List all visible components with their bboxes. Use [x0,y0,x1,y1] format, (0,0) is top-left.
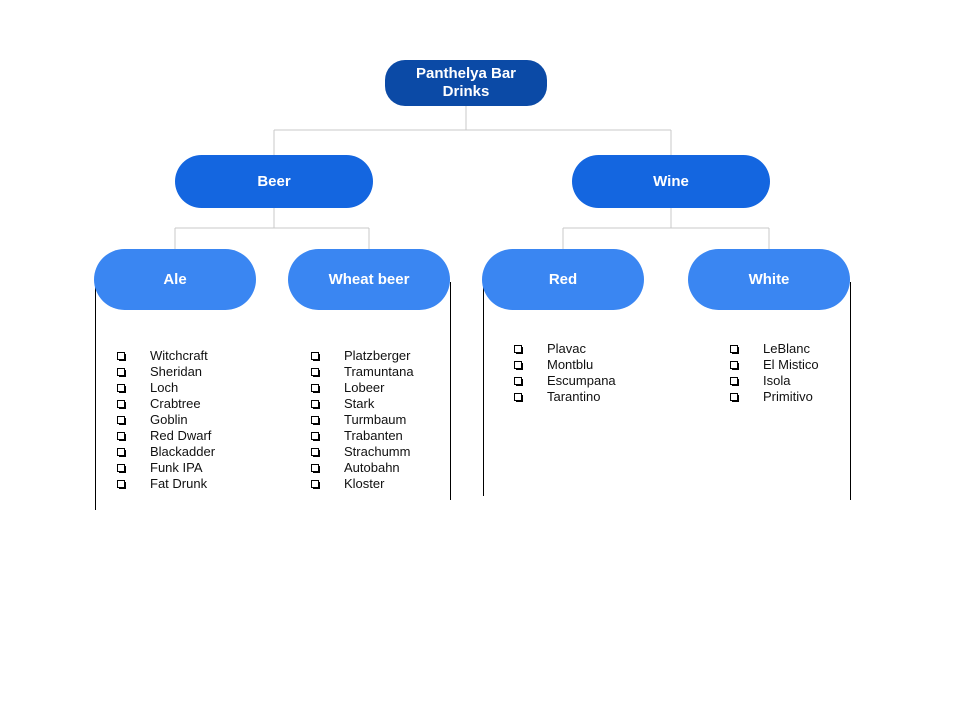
list-item: Witchcraft [115,348,215,364]
shadowed-box-icon [115,476,142,492]
root-label: Panthelya Bar Drinks [415,65,517,100]
shadowed-box-icon [512,373,539,389]
list-item-label: Isola [763,373,791,388]
list-item: Goblin [115,412,215,428]
list-item: Escumpana [512,373,616,389]
list-item: Strachumm [309,444,414,460]
shadowed-box-icon [728,389,755,405]
list-item: Sheridan [115,364,215,380]
list-item: Kloster [309,476,414,492]
shadowed-box-icon [115,380,142,396]
list-item: Funk IPA [115,460,215,476]
subcategory-node-ale: Ale [94,249,256,310]
shadowed-box-icon [309,380,336,396]
subcategory-node-wheat-beer: Wheat beer [288,249,450,310]
shadowed-box-icon [728,341,755,357]
list-item-label: Red Dwarf [150,428,212,443]
list-item: Isola [728,373,819,389]
list-item-label: Platzberger [344,348,411,363]
category-node-wine: Wine [572,155,770,208]
list-item: Autobahn [309,460,414,476]
shadowed-box-icon [512,357,539,373]
list-item-label: Primitivo [763,389,813,404]
list-item: Fat Drunk [115,476,215,492]
shadowed-box-icon [512,341,539,357]
list-item: LeBlanc [728,341,819,357]
subcategory-label-ale: Ale [163,271,187,288]
list-item-label: Turmbaum [344,412,407,427]
list-item-label: Tramuntana [344,364,414,379]
list-item-label: Strachumm [344,444,411,459]
list-item-label: Tarantino [547,389,601,404]
list-item-label: Stark [344,396,375,411]
category-label-beer: Beer [257,173,291,190]
list-item: Red Dwarf [115,428,215,444]
list-item: Tramuntana [309,364,414,380]
subcategory-label-wheat-beer: Wheat beer [328,271,410,288]
shadowed-box-icon [115,348,142,364]
list-item-label: El Mistico [763,357,819,372]
list-item: Turmbaum [309,412,414,428]
list-item: Tarantino [512,389,616,405]
list-item-label: Kloster [344,476,385,491]
list-item-label: Lobeer [344,380,385,395]
shadowed-box-icon [309,460,336,476]
list-item-label: Fat Drunk [150,476,208,491]
list-item: Lobeer [309,380,414,396]
list-item: Primitivo [728,389,819,405]
category-label-wine: Wine [653,173,689,190]
list-item-label: Goblin [150,412,188,427]
shadowed-box-icon [728,373,755,389]
list-item: Blackadder [115,444,215,460]
list-item: Loch [115,380,215,396]
list-item: Montblu [512,357,616,373]
subcategory-label-red: Red [548,271,578,288]
shadowed-box-icon [115,364,142,380]
list-item-label: LeBlanc [763,341,810,356]
shadowed-box-icon [512,389,539,405]
shadowed-box-icon [309,444,336,460]
list-item: Platzberger [309,348,414,364]
shadowed-box-icon [115,396,142,412]
shadowed-box-icon [309,476,336,492]
shadowed-box-icon [115,460,142,476]
list-item-label: Loch [150,380,179,395]
list-item: Plavac [512,341,616,357]
list-item-label: Trabanten [344,428,403,443]
list-item-label: Plavac [547,341,587,356]
list-item-label: Montblu [547,357,594,372]
shadowed-box-icon [728,357,755,373]
list-item-label: Escumpana [547,373,616,388]
shadowed-box-icon [115,444,142,460]
list-item-label: Autobahn [344,460,400,475]
category-node-beer: Beer [175,155,373,208]
shadowed-box-icon [309,396,336,412]
list-item: Trabanten [309,428,414,444]
list-item-label: Sheridan [150,364,203,379]
subcategory-label-white: White [748,271,790,288]
list-item-label: Blackadder [150,444,216,459]
list-item: Stark [309,396,414,412]
shadowed-box-icon [309,348,336,364]
list-item: El Mistico [728,357,819,373]
list-item-label: Funk IPA [150,460,203,475]
root-node: Panthelya Bar Drinks [385,60,547,106]
subcategory-node-white: White [688,249,850,310]
subcategory-node-red: Red [482,249,644,310]
shadowed-box-icon [115,428,142,444]
shadowed-box-icon [309,412,336,428]
list-item-label: Crabtree [150,396,201,411]
list-item: Crabtree [115,396,215,412]
shadowed-box-icon [309,364,336,380]
shadowed-box-icon [309,428,336,444]
shadowed-box-icon [115,412,142,428]
list-item-label: Witchcraft [150,348,208,363]
